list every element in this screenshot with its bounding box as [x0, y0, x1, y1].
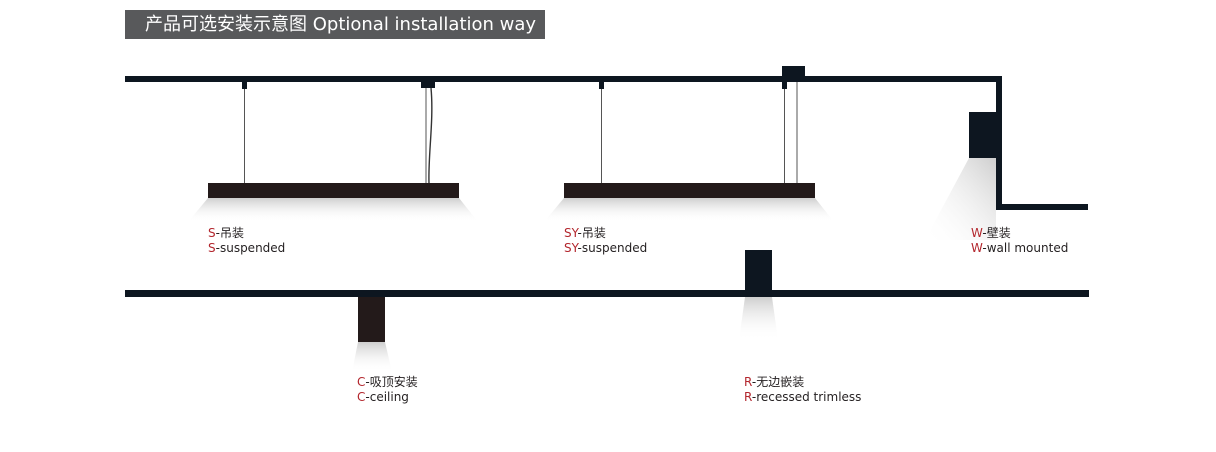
label-s: S-吊装 S-suspended [208, 226, 285, 256]
label-r: R-无边嵌装 R-recessed trimless [744, 375, 861, 405]
label-w-zh: W-壁装 [971, 226, 1011, 240]
recessed-fixture-r [739, 250, 778, 340]
label-w: W-壁装 W-wall mounted [971, 226, 1068, 256]
label-c-zh: C-吸顶安装 [357, 375, 418, 389]
label-c: C-吸顶安装 C-ceiling [357, 375, 418, 405]
label-c-en: C-ceiling [357, 390, 409, 404]
wall-vertical-line [996, 76, 1002, 210]
label-sy: SY-吊装 SY-suspended [564, 226, 647, 256]
label-sy-zh: SY-吊装 [564, 226, 606, 240]
section-title: 产品可选安装示意图 Optional installation way [125, 10, 545, 39]
wall-fixture-w [925, 112, 996, 240]
label-s-zh: S-吊装 [208, 226, 244, 240]
ceiling-fixture-c [352, 297, 392, 372]
upper-ceiling-line [125, 76, 1002, 82]
label-r-en: R-recessed trimless [744, 390, 862, 404]
suspended-fixture-sy [544, 66, 834, 222]
wall-return-line [996, 204, 1088, 210]
label-r-zh: R-无边嵌装 [744, 375, 805, 389]
label-sy-en: SY-suspended [564, 241, 648, 255]
label-s-en: S-suspended [208, 241, 286, 255]
suspended-fixture-s [188, 82, 478, 222]
lower-ceiling-line [125, 290, 1089, 297]
label-w-en: W-wall mounted [971, 241, 1069, 255]
